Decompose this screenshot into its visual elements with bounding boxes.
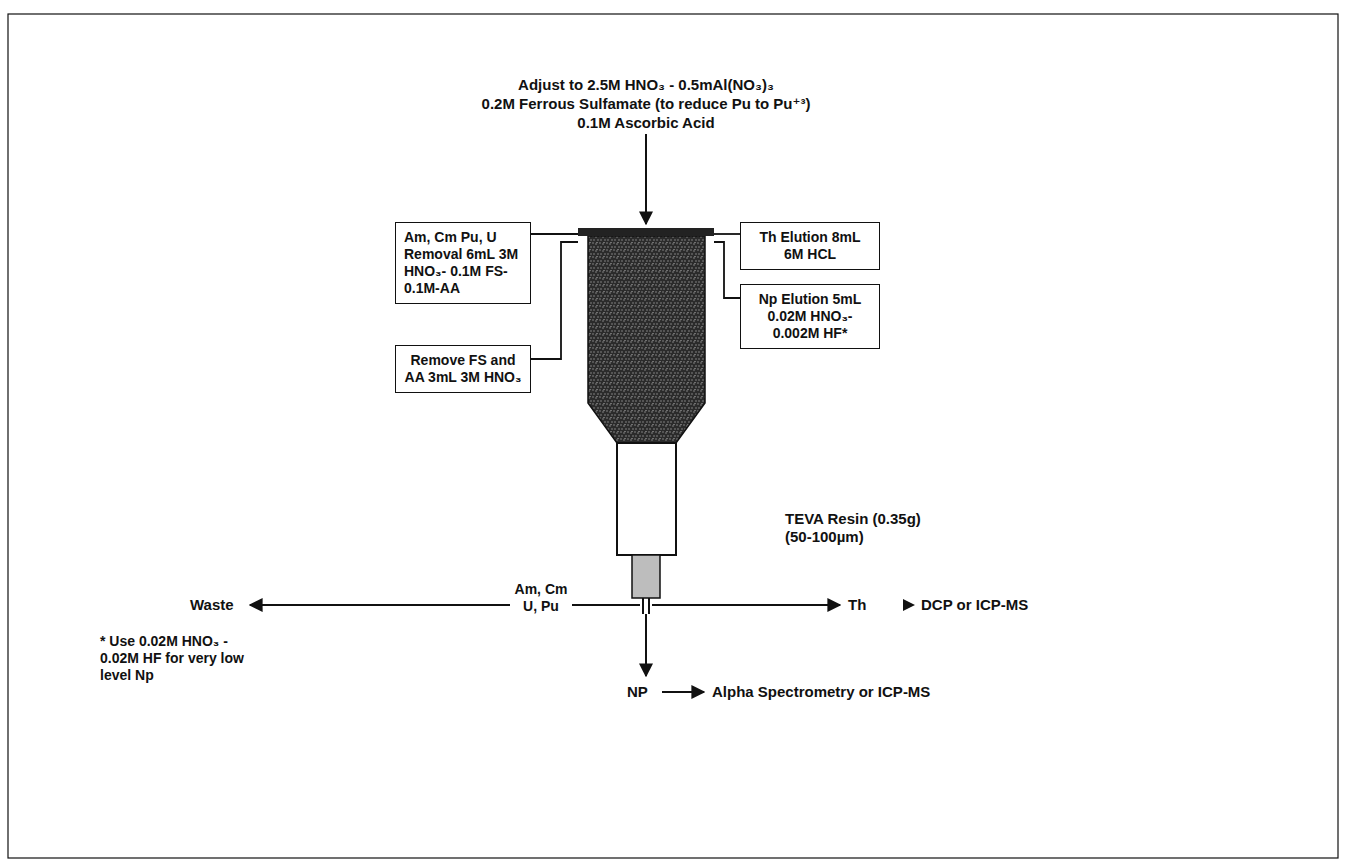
column-outline [578,228,714,600]
instruction-text: 0.2M Ferrous Sulfamate (to reduce Pu to … [296,95,996,112]
np-detect-arrow [662,691,704,693]
split-mark [648,598,650,614]
eluate-label: Am, Cm U, Pu [510,581,572,615]
box-text: Am, Cm Pu, U Removal 6mL 3M HNO₃- 0.1M F… [404,229,522,297]
detector-label: Alpha Spectrometry or ICP-MS [712,683,1012,700]
process-box: Th Elution 8mL 6M HCL [740,222,880,270]
box-text: Th Elution 8mL 6M HCL [749,229,871,263]
box-text: Remove FS and AA 3mL 3M HNO₃ [404,352,522,386]
detector-label: DCP or ICP-MS [921,596,1071,613]
column-tip [632,555,660,598]
output-label: Th [848,596,888,613]
instruction-text: Adjust to 2.5M HNO₃ - 0.5mAl(NO₃)₃ [296,76,996,93]
footnote: * Use 0.02M HNO₃ - 0.02M HF for very low… [100,633,250,684]
process-box: Remove FS and AA 3mL 3M HNO₃ [395,345,531,393]
np-arrow [645,614,647,676]
resin-bed [617,443,676,555]
box-text: Np Elution 5mL 0.02M HNO₃- 0.002M HF* [749,291,871,342]
column-reservoir [588,236,705,443]
resin-column: TEVA Resin (0.35g) (50-100µm) [578,228,714,600]
column-label: TEVA Resin (0.35g) (50-100µm) [785,510,950,546]
instruction-text: 0.1M Ascorbic Acid [296,114,996,131]
pointer-triangle [903,599,915,611]
feed-line [531,242,578,359]
process-box: Np Elution 5mL 0.02M HNO₃- 0.002M HF* [740,284,880,349]
column-flange [578,228,714,236]
split-mark [642,598,644,614]
output-label: Waste [190,596,246,613]
output-label: NP [627,683,661,700]
feed-line [714,233,740,235]
feed-line [531,233,578,235]
th-arrow [652,604,840,606]
process-box: Am, Cm Pu, U Removal 6mL 3M HNO₃- 0.1M F… [395,222,531,304]
feed-line [714,242,740,298]
outer-frame [8,14,1338,858]
waste-arrow [250,604,640,606]
feed-arrow [645,134,647,224]
